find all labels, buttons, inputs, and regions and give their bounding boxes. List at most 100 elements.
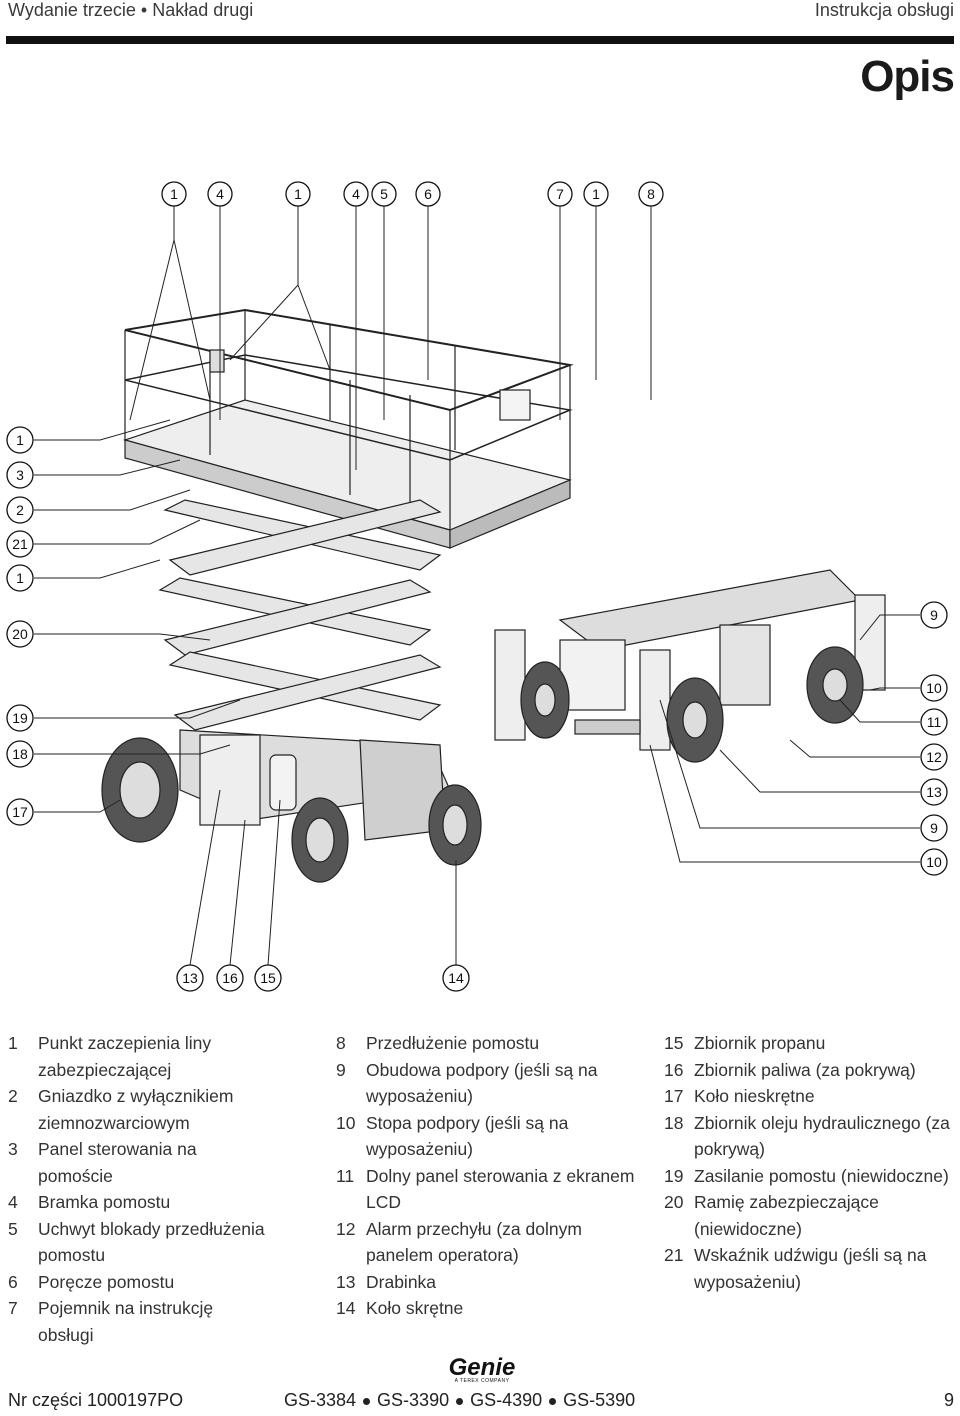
- callout-21: 21: [6, 530, 34, 558]
- svg-text:11: 11: [927, 714, 942, 730]
- svg-text:12: 12: [926, 749, 942, 765]
- svg-text:7: 7: [556, 186, 564, 202]
- callout-5: 5: [371, 181, 397, 207]
- callouts-top: 1 4 1 4 5 6 7 1 8: [161, 181, 664, 207]
- svg-text:10: 10: [926, 680, 942, 696]
- callout-10: 10: [920, 848, 948, 876]
- callout-12: 12: [920, 743, 948, 771]
- svg-text:15: 15: [260, 970, 276, 986]
- callout-7: 7: [547, 181, 573, 207]
- callout-20: 20: [6, 620, 34, 648]
- svg-text:1: 1: [16, 570, 24, 586]
- callout-1: 1: [161, 181, 187, 207]
- svg-text:9: 9: [930, 607, 938, 623]
- bullet-icon: [456, 1397, 464, 1405]
- svg-text:13: 13: [182, 970, 198, 986]
- callouts-right: 9 10 11 12 13 9 10: [920, 601, 948, 876]
- callout-8: 8: [638, 181, 664, 207]
- svg-text:9: 9: [930, 820, 938, 836]
- callouts-bottom: 13 16 15 14: [176, 964, 470, 992]
- callout-16: 16: [216, 964, 244, 992]
- footer-part-number: Nr części 1000197PO: [8, 1390, 184, 1410]
- callout-17: 17: [6, 798, 34, 826]
- svg-text:18: 18: [12, 746, 28, 762]
- callout-leaders: [34, 204, 920, 966]
- svg-text:4: 4: [352, 186, 360, 202]
- svg-text:4: 4: [216, 186, 224, 202]
- model-label: GS-5390: [563, 1390, 636, 1410]
- callout-15: 15: [254, 964, 282, 992]
- svg-text:8: 8: [647, 186, 655, 202]
- lift-drawing-rear-view: [494, 569, 886, 763]
- model-label: GS-3390: [377, 1390, 450, 1410]
- svg-text:5: 5: [380, 186, 388, 202]
- svg-text:A TEREX COMPANY: A TEREX COMPANY: [455, 1378, 510, 1384]
- bullet-icon: [549, 1397, 557, 1405]
- bullet-icon: [363, 1397, 371, 1405]
- genie-logo: Genie A TEREX COMPANY: [449, 1356, 516, 1384]
- callout-11: 11: [920, 708, 948, 736]
- svg-text:2: 2: [16, 502, 24, 518]
- model-label: GS-4390: [470, 1390, 543, 1410]
- svg-text:14: 14: [448, 970, 464, 986]
- svg-text:1: 1: [592, 186, 600, 202]
- header-rule: [6, 36, 954, 44]
- page-number: 9: [943, 1390, 954, 1410]
- scissor-lift-diagram: 1 4 1 4 5 6 7 1 8 1 3 2 21 1 20 19 18 17…: [6, 181, 948, 992]
- svg-text:3: 3: [16, 467, 24, 483]
- callout-9: 9: [920, 814, 948, 842]
- header-manual-type: Instrukcja obsługi: [814, 0, 954, 20]
- svg-text:19: 19: [12, 710, 28, 726]
- callout-14: 14: [442, 964, 470, 992]
- callout-4: 4: [207, 181, 233, 207]
- svg-text:1: 1: [170, 186, 178, 202]
- callout-19: 19: [6, 704, 34, 732]
- svg-text:1: 1: [294, 186, 302, 202]
- header-edition: Wydanie trzecie • Nakład drugi: [8, 0, 254, 20]
- svg-text:13: 13: [926, 784, 942, 800]
- svg-text:16: 16: [222, 970, 238, 986]
- callout-13: 13: [920, 778, 948, 806]
- lift-drawing-main: [101, 308, 574, 883]
- callout-1: 1: [6, 426, 34, 454]
- svg-text:20: 20: [12, 626, 28, 642]
- callout-3: 3: [6, 461, 34, 489]
- svg-text:10: 10: [926, 854, 942, 870]
- callouts-left: 1 3 2 21 1 20 19 18 17: [6, 426, 34, 826]
- svg-text:17: 17: [12, 804, 28, 820]
- svg-text:Genie: Genie: [449, 1356, 516, 1381]
- svg-text:1: 1: [16, 432, 24, 448]
- callout-4: 4: [343, 181, 369, 207]
- callout-1: 1: [285, 181, 311, 207]
- callout-6: 6: [415, 181, 441, 207]
- svg-text:21: 21: [12, 536, 28, 552]
- callout-13: 13: [176, 964, 204, 992]
- page-title: Opis: [860, 52, 955, 101]
- callout-2: 2: [6, 496, 34, 524]
- callout-1: 1: [583, 181, 609, 207]
- svg-text:6: 6: [424, 186, 432, 202]
